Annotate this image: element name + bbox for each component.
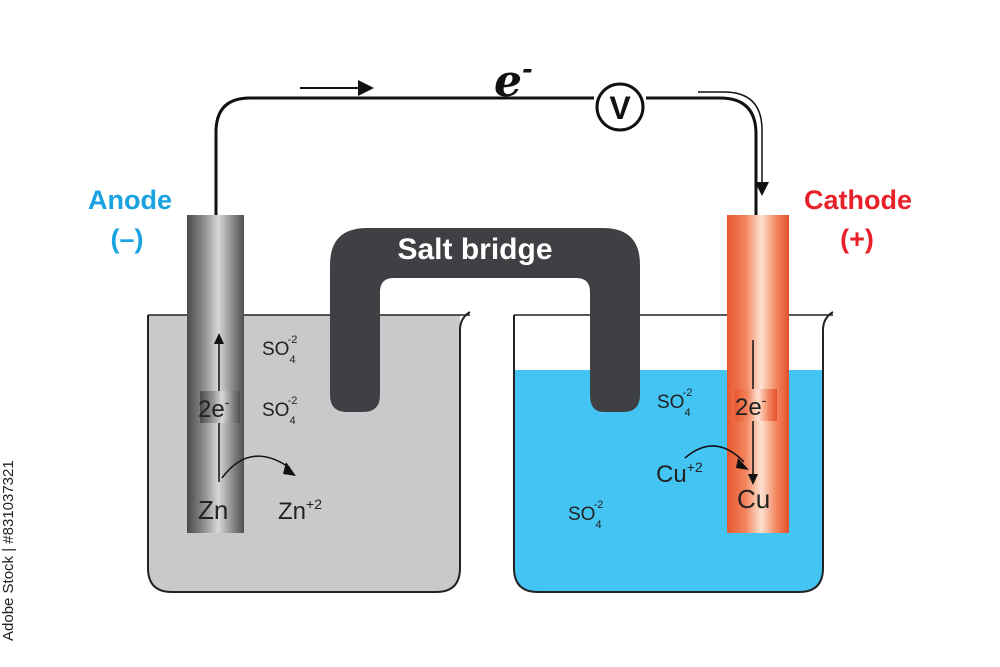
copper-electrode [727, 215, 789, 533]
electron-symbol: e- [494, 55, 533, 107]
copper-label: Cu [737, 484, 770, 514]
zinc-oxidation-arrowhead [283, 462, 296, 476]
right-beaker [513, 311, 834, 593]
cathode-sulfate-1: SO4-2 [657, 387, 692, 419]
zinc-label: Zn [198, 495, 228, 525]
cathode-sign: (+) [840, 224, 874, 254]
copper-reduction-arrow [684, 445, 745, 463]
anode-2e-bg [200, 391, 240, 423]
copper-ion-label: Cu+2 [656, 459, 703, 488]
salt-bridge [330, 228, 640, 412]
external-wire [214, 96, 758, 215]
zinc-oxidation-arrow [221, 455, 291, 479]
anode-2e-label: 2e- [198, 394, 230, 423]
voltmeter [595, 82, 645, 132]
current-flow-arrow [698, 91, 763, 188]
salt-bridge-label: Salt bridge [397, 233, 552, 266]
cathode-sulfate-2: SO4-2 [568, 499, 603, 531]
anode-sulfate-1: SO4-2 [262, 334, 297, 366]
anode-label: Anode [88, 185, 172, 215]
voltmeter-label: V [609, 90, 631, 126]
anode-sign: (–) [111, 224, 144, 254]
current-flow-arrowhead [755, 182, 769, 196]
anode-electron-arrowhead [214, 333, 224, 344]
cathode-label: Cathode [804, 185, 912, 215]
left-beaker [147, 311, 471, 593]
stock-caption: Adobe Stock | #831037321 [0, 460, 17, 641]
zinc-electrode [187, 215, 244, 533]
anode-sulfate-2: SO4-2 [262, 395, 297, 427]
cathode-2e-label: 2e- [735, 392, 767, 421]
zinc-ion-label: Zn+2 [278, 496, 322, 525]
cathode-2e-bg [735, 389, 777, 421]
current-flow-arrow-inner [698, 98, 756, 134]
cathode-electron-arrowhead [748, 474, 758, 485]
copper-reduction-arrowhead [736, 458, 749, 470]
